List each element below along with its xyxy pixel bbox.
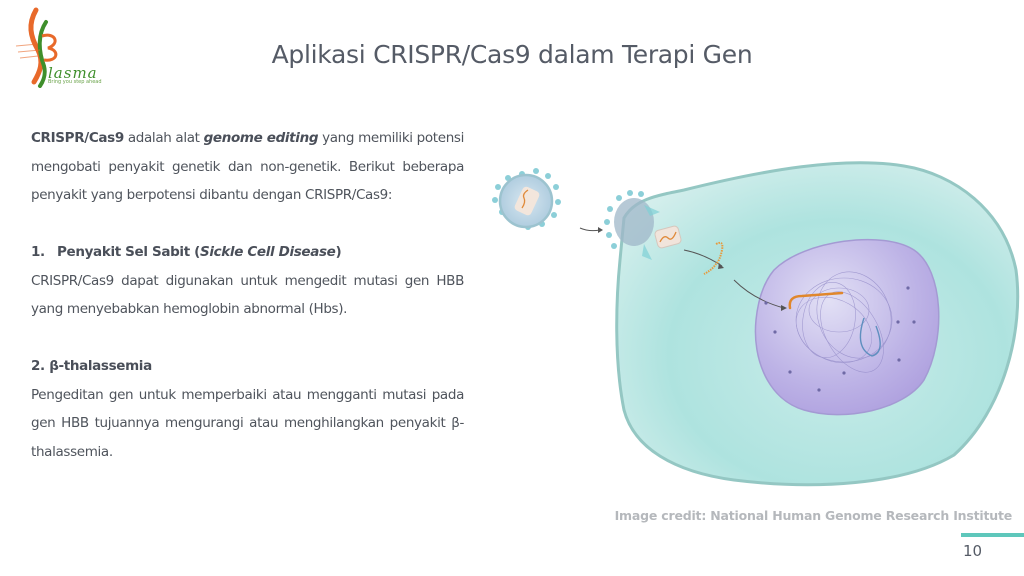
item-1-title: Penyakit Sel Sabit ( <box>57 244 200 260</box>
item-2-body: Pengeditan gen untuk memperbaiki atau me… <box>31 386 464 460</box>
virus-icon <box>492 168 561 230</box>
intro-text-1: adalah alat <box>123 130 204 146</box>
spacer <box>31 324 464 353</box>
page-accent-bar <box>961 533 1024 537</box>
item-1-heading: 1. Penyakit Sel Sabit (Sickle Cell Diseas… <box>31 238 464 267</box>
image-credit: Image credit: National Human Genome Rese… <box>614 508 1013 523</box>
item-1-body: CRISPR/Cas9 dapat digunakan untuk menged… <box>31 272 464 318</box>
cell-diagram-icon <box>492 161 1020 487</box>
crispr-delivery-illustration <box>484 160 1024 490</box>
slide-body: CRISPR/Cas9 adalah alat genome editing y… <box>31 124 464 466</box>
arrow-icon <box>579 227 601 232</box>
nucleus-icon <box>754 238 940 416</box>
intro-text-2: yang memiliki potensi mengobati penyakit… <box>31 130 464 203</box>
item-1-title-end: ) <box>335 244 342 260</box>
edited-dna-icon <box>788 291 844 310</box>
item-1-title-italic: Sickle Cell Disease <box>199 244 336 260</box>
guide-rna-icon <box>703 241 724 275</box>
intro-bold-term: CRISPR/Cas9 <box>31 130 124 146</box>
logo-tagline: Bring you step ahead <box>48 79 102 85</box>
item-1-number: 1. <box>31 244 45 260</box>
spacer <box>31 210 464 239</box>
logo-wordmark: lasma <box>48 64 98 82</box>
intro-paragraph: CRISPR/Cas9 adalah alat genome editing y… <box>31 124 464 210</box>
plasma-logo: lasma Bring you step ahead <box>8 6 108 88</box>
item-2-heading: 2. β-thalassemia <box>31 352 464 381</box>
page-number: 10 <box>963 542 983 560</box>
slide-title: Aplikasi CRISPR/Cas9 dalam Terapi Gen <box>0 40 1024 69</box>
plasma-logo-icon <box>15 7 58 88</box>
slide-title-text: Aplikasi CRISPR/Cas9 dalam Terapi Gen <box>271 40 753 69</box>
endosome-icon <box>604 190 660 260</box>
item-2-title: β-thalassemia <box>49 358 152 374</box>
item-2-number: 2. <box>31 358 45 374</box>
intro-italic-term: genome editing <box>203 130 319 146</box>
cas9-capsule-icon <box>654 225 682 249</box>
